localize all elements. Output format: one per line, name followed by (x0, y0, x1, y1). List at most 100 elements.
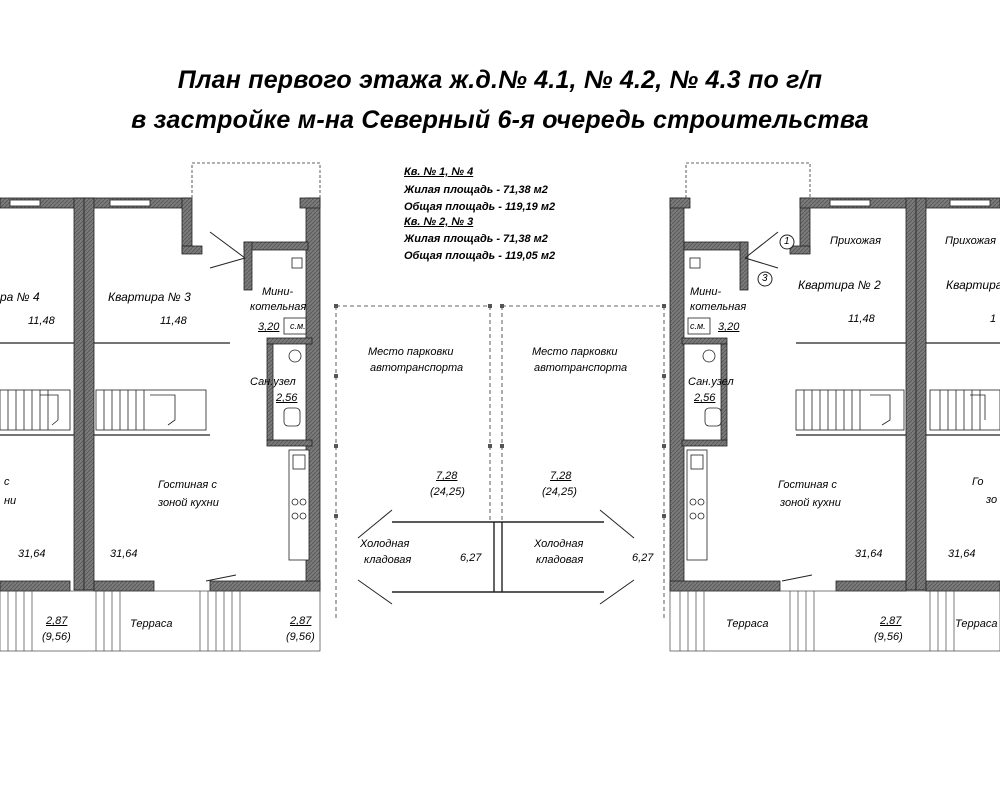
living-3-line1: Гостиная с (158, 479, 217, 491)
living-left-partial-2: ни (4, 495, 17, 507)
parking-right-line1: Место парковки (532, 346, 618, 358)
stairs (0, 389, 1000, 431)
storage-left-line2: кладовая (364, 554, 412, 566)
right-block-walls (669, 197, 1000, 592)
left-bottom-wall-3 (209, 580, 321, 592)
boiler-left-line1: Мини- (262, 286, 294, 298)
storage-left-line1: Холодная (360, 538, 410, 550)
storage-walls (392, 521, 604, 593)
living-right-area: 31,64 (948, 548, 976, 560)
storage-left-area: 6,27 (460, 552, 482, 564)
bath-fixtures (283, 317, 722, 427)
marker-3-label: 3 (762, 273, 768, 284)
area-info-block: Кв. № 1, № 4 Жилая площадь - 71,38 м2 Об… (404, 166, 555, 262)
apt3-area: 11,48 (160, 315, 187, 327)
apt4-area: 11,48 (28, 315, 55, 327)
right-bottom-wall (669, 580, 781, 592)
parking-right-area-total: (24,25) (542, 486, 577, 498)
bath-right-area: 2,56 (694, 392, 716, 404)
boiler-left-line2: котельная (250, 301, 307, 313)
left-notch (181, 197, 193, 254)
marker-1-label: 1 (784, 236, 790, 247)
storage-right-line2: кладовая (536, 554, 584, 566)
right-bath-bottom (681, 439, 728, 447)
apt2-label: Квартира № 2 (798, 278, 881, 292)
entrance-canopies (191, 162, 811, 198)
living-right-partial-2: зо (986, 494, 998, 506)
plan-title-line2: в застройке м-на Северный 6-я очередь ст… (131, 106, 869, 134)
boiler-right-line2: котельная (690, 301, 747, 313)
left-bottom-wall (0, 580, 71, 592)
living-2-area: 31,64 (855, 548, 883, 560)
right-bottom-wall-2 (835, 580, 907, 592)
left-inner-wall-v (243, 241, 253, 291)
area-info-group2-total: Общая площадь - 119,05 м2 (404, 250, 556, 262)
right-bottom-wall-3 (925, 580, 1000, 592)
apt1-label-partial: Квартира (946, 278, 1000, 292)
left-bath-wall (266, 337, 313, 345)
left-partition-wall (73, 197, 85, 591)
left-notch-bottom (181, 245, 203, 255)
storage-right-line1: Холодная (534, 538, 584, 550)
parking-left-line2: автотранспорта (370, 362, 464, 374)
living-3-area: 31,64 (110, 548, 138, 560)
plan-title-line1: План первого этажа ж.д.№ 4.1, № 4.2, № 4… (177, 66, 823, 94)
right-inner-wall (683, 241, 749, 251)
left-bottom-wall-2 (93, 580, 155, 592)
post-markers (334, 304, 666, 518)
terrace-left-area-1: 2,87 (46, 615, 68, 627)
terrace-left-area-2-total: (9,56) (286, 631, 315, 643)
bath-left-label: Сан.узел (250, 376, 296, 388)
terrace-left-label: Терраса (130, 618, 173, 630)
terrace-right-area: 2,87 (880, 615, 902, 627)
area-info-group2-header: Кв. № 2, № 3 (404, 216, 474, 228)
boiler-objects (291, 257, 701, 269)
hall-label-1: Прихожая (830, 235, 882, 247)
apt3-label: Квартира № 3 (108, 290, 191, 304)
living-left-partial-1: с (4, 476, 10, 488)
bath-left-area: 2,56 (276, 392, 298, 404)
right-inner-wall-v (739, 241, 749, 291)
right-top-wall (799, 197, 1000, 209)
living-3-line2: зоной кухни (158, 497, 219, 509)
right-notch-bottom (789, 245, 811, 255)
area-info-group1-living: Жилая площадь - 71,38 м2 (404, 184, 548, 196)
boiler-right-area: 3,20 (718, 321, 740, 333)
boiler-right-line1: Мини- (690, 286, 722, 298)
area-info-group1-header: Кв. № 1, № 4 (404, 166, 474, 178)
left-bath-v (266, 343, 274, 441)
terrace-right-area-total: (9,56) (874, 631, 903, 643)
terrace-left-area-1-total: (9,56) (42, 631, 71, 643)
hall-label-2: Прихожая (945, 235, 997, 247)
right-core-top (669, 197, 691, 209)
living-2-line1: Гостиная с (778, 479, 837, 491)
section-markers (757, 234, 795, 287)
window-markers (9, 199, 991, 207)
parking-left-line1: Место парковки (368, 346, 454, 358)
terrace-left-area-2: 2,87 (290, 615, 312, 627)
area-info-group2-living: Жилая площадь - 71,38 м2 (404, 233, 548, 245)
door-swings (205, 231, 813, 605)
area-info-group1-total: Общая площадь - 119,19 м2 (404, 201, 556, 213)
right-bath-wall (681, 337, 728, 345)
boiler-right-sm: с.м. (690, 321, 706, 331)
apt1-area-partial: 1 (990, 313, 997, 325)
terrace-right-label: Терраса (726, 618, 769, 630)
parking-right-line2: автотранспорта (534, 362, 628, 374)
bath-right-label: Сан.узел (688, 376, 734, 388)
apt2-area: 11,48 (848, 313, 875, 325)
right-bath-v (720, 343, 728, 441)
right-partition-wall (905, 197, 917, 591)
left-inner-wall (243, 241, 309, 251)
living-left-area: 31,64 (18, 548, 46, 560)
right-core-wall (669, 197, 685, 592)
parking-zone (335, 305, 665, 620)
boiler-left-sm: с.м. (290, 321, 306, 331)
storage-right-area: 6,27 (632, 552, 654, 564)
parking-left-area: 7,28 (436, 470, 458, 482)
boiler-left-area: 3,20 (258, 321, 280, 333)
right-partition-wall-2 (915, 197, 927, 591)
left-core-top (299, 197, 321, 209)
terrace-right-label-2: Терраса (955, 618, 998, 630)
